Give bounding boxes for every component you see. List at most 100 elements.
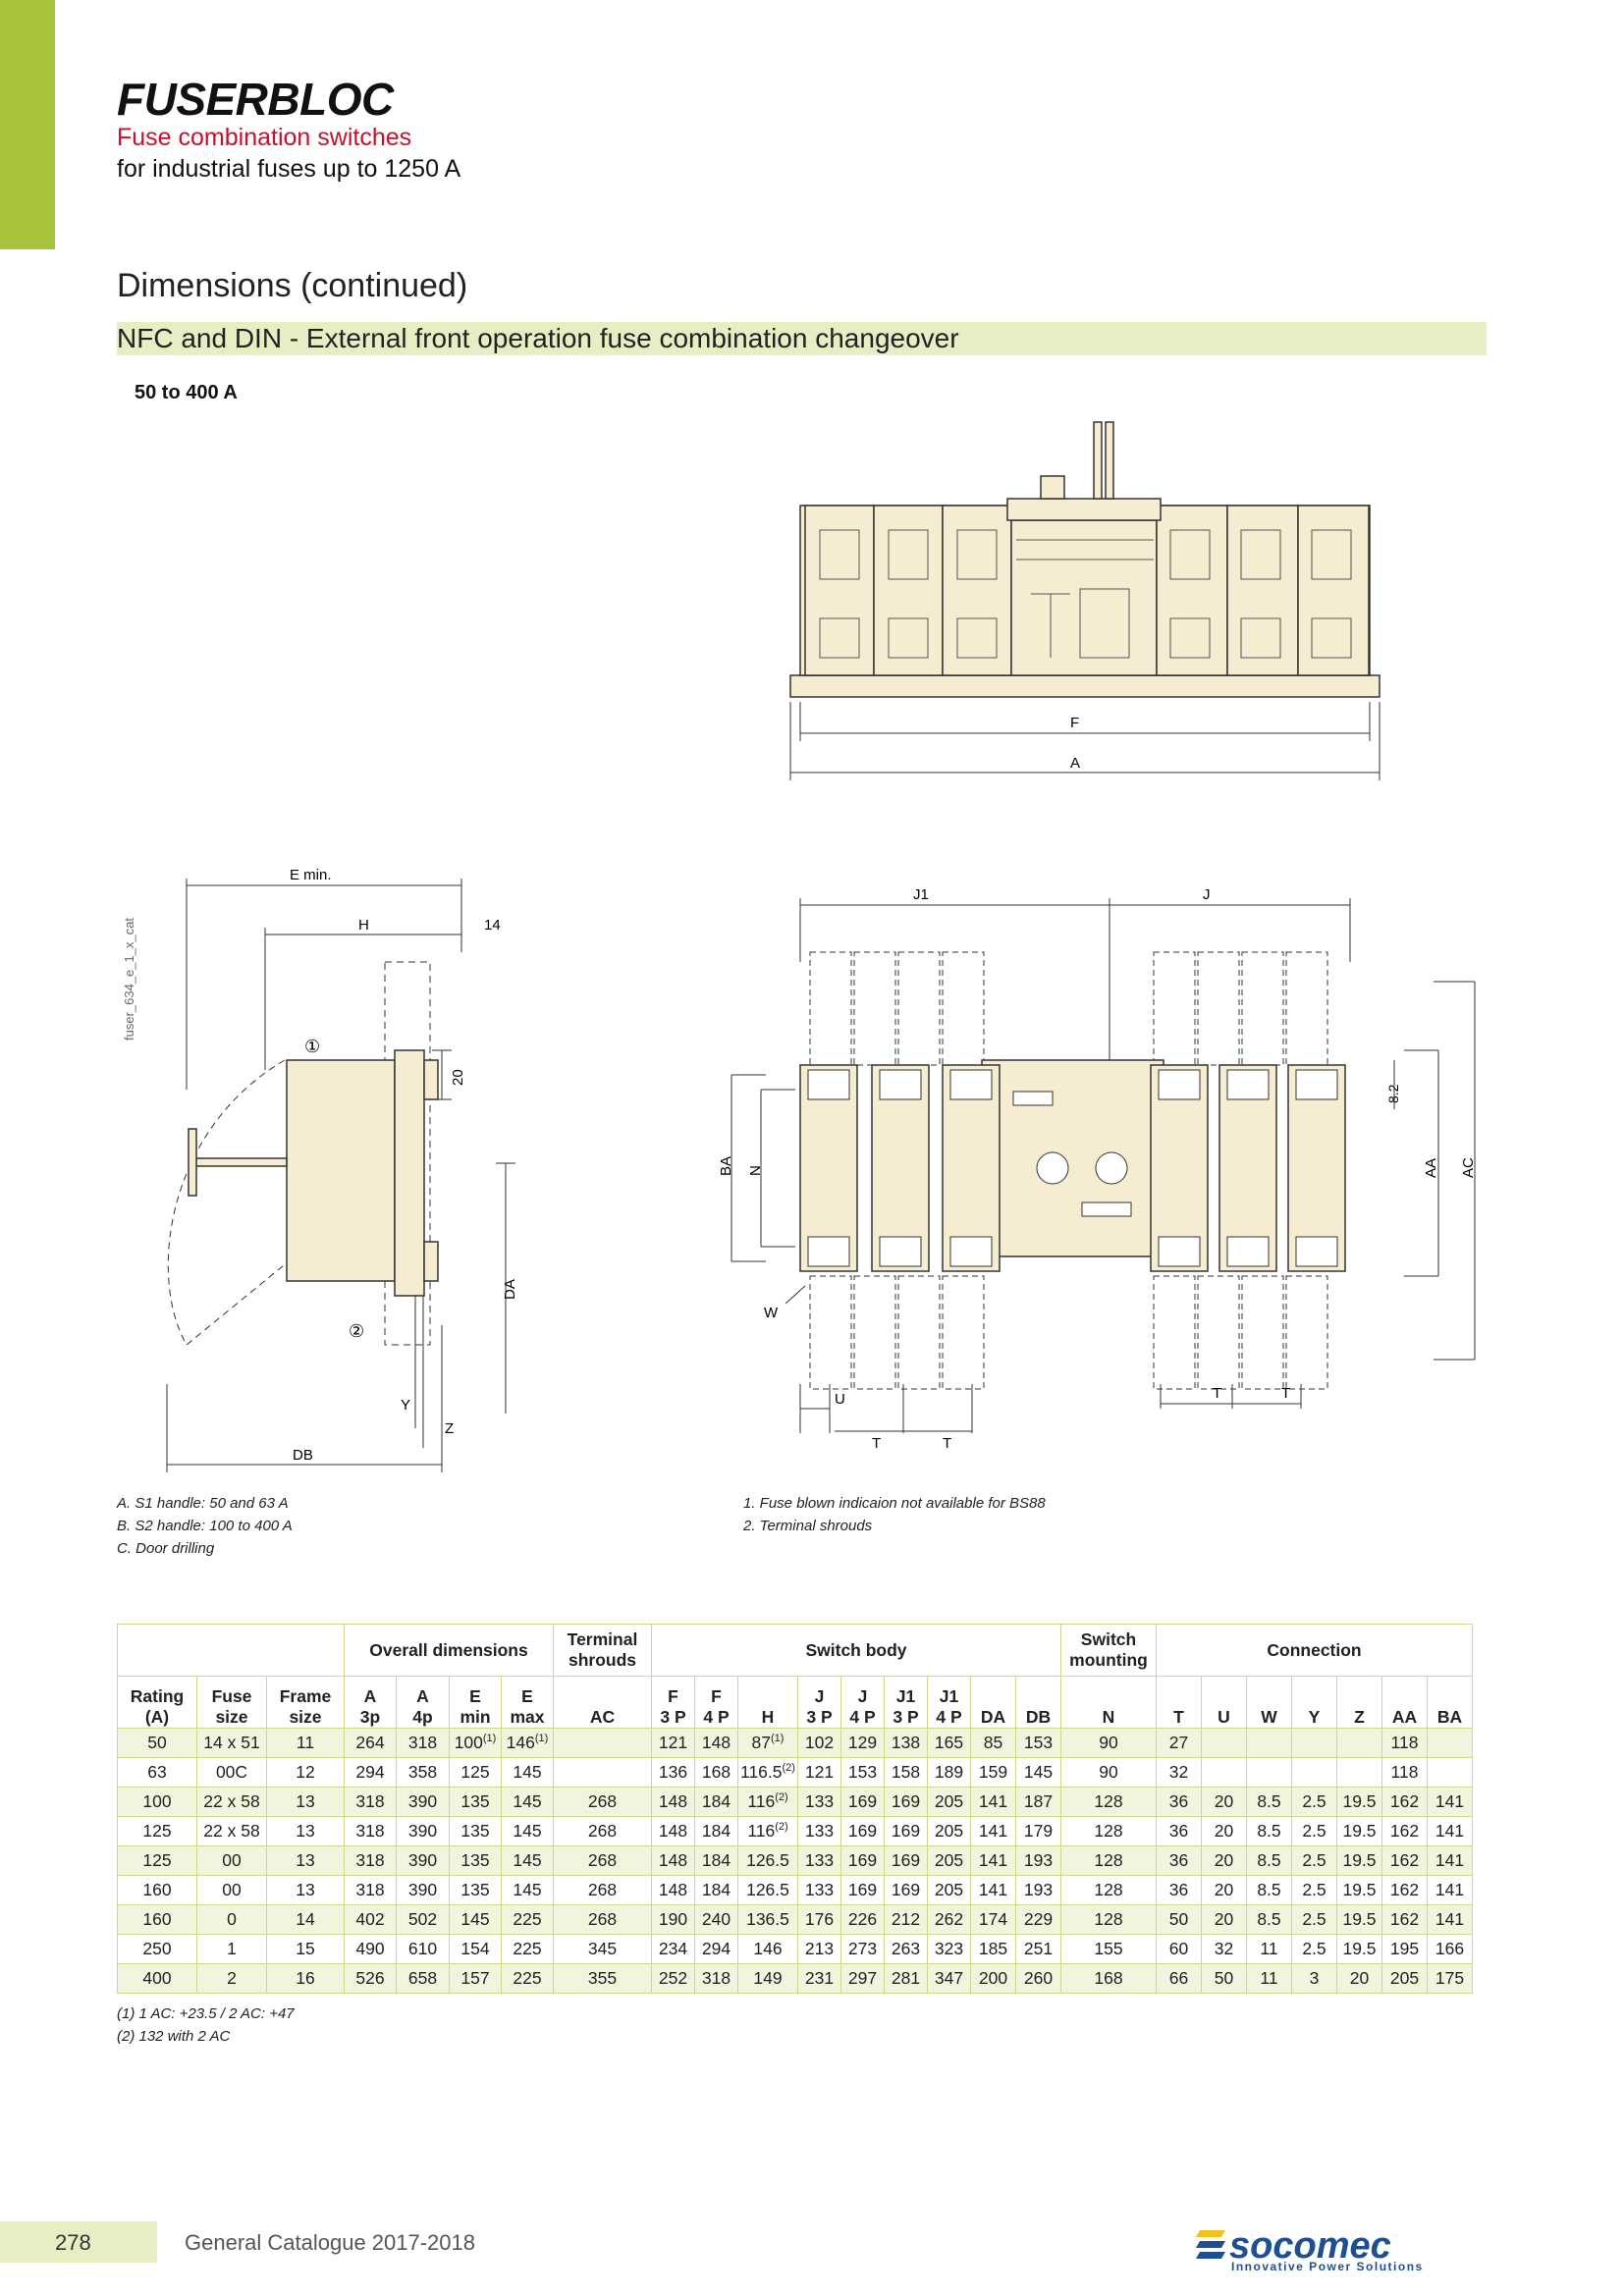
table-cell: 8.5 (1246, 1787, 1292, 1817)
table-cell: 225 (501, 1904, 554, 1935)
footnote-marker: (2) (782, 1762, 795, 1775)
table-cell: 400 (117, 1963, 197, 1994)
dim-f: F (1070, 715, 1079, 731)
table-cell: 145 (1015, 1757, 1061, 1788)
table-cell: 168 (694, 1757, 738, 1788)
table-cell: 13 (266, 1845, 345, 1876)
table-cell: 205 (927, 1845, 971, 1876)
table-cell: 318 (344, 1816, 397, 1846)
note-b: B. S2 handle: 100 to 400 A (117, 1518, 293, 1534)
table-cell: 118 (1381, 1728, 1428, 1758)
table-cell: 125 (117, 1845, 197, 1876)
table-cell: 125 (449, 1757, 502, 1788)
table-cell: 610 (396, 1934, 450, 1964)
table-cell: 148 (651, 1875, 695, 1905)
column-header: T (1156, 1676, 1202, 1729)
table-cell: 318 (344, 1875, 397, 1905)
catalogue-title: General Catalogue 2017-2018 (185, 2230, 476, 2255)
table-cell: 141 (970, 1875, 1016, 1905)
dim-h: H (358, 917, 369, 934)
table-cell: 145 (501, 1875, 554, 1905)
table-cell: 155 (1060, 1934, 1157, 1964)
table-cell: 169 (840, 1845, 885, 1876)
table-cell: 166 (1427, 1934, 1473, 1964)
section-title: Dimensions (continued) (117, 267, 468, 304)
table-cell: 162 (1381, 1904, 1428, 1935)
table-cell: 184 (694, 1875, 738, 1905)
table-cell: 136.5 (737, 1904, 798, 1935)
table-cell: 162 (1381, 1787, 1428, 1817)
table-cell (1427, 1728, 1473, 1758)
brand-title: FUSERBLOC (117, 74, 394, 125)
drawing-notes-right: 1. Fuse blown indicaion not available fo… (743, 1492, 1046, 1537)
table-cell: 50 (1156, 1904, 1202, 1935)
table-cell: 169 (884, 1845, 928, 1876)
table-cell: 36 (1156, 1845, 1202, 1876)
table-cell: 141 (1427, 1904, 1473, 1935)
table-cell: 146(1) (501, 1728, 554, 1758)
note-c: C. Door drilling (117, 1540, 215, 1557)
table-cell: 160 (117, 1875, 197, 1905)
dim-emin: E min. (290, 867, 332, 883)
product-subtitle: Fuse combination switches (117, 124, 412, 151)
table-cell: 262 (927, 1904, 971, 1935)
drawing-notes-left: A. S1 handle: 50 and 63 A B. S2 handle: … (117, 1492, 293, 1560)
dim-ac: AC (1460, 1157, 1477, 1178)
table-cell: 294 (694, 1934, 738, 1964)
table-cell: 118 (1381, 1757, 1428, 1788)
table-cell: 90 (1060, 1728, 1157, 1758)
logo-wordmark: socomec (1229, 2225, 1391, 2267)
table-cell: 268 (553, 1816, 652, 1846)
table-cell: 168 (1060, 1963, 1157, 1994)
table-cell: 8.5 (1246, 1845, 1292, 1876)
socomec-logo: socomec Innovative Power Solutions (1196, 2225, 1424, 2271)
table-cell: 234 (651, 1934, 695, 1964)
table-cell: 12 (266, 1757, 345, 1788)
note-a: A. S1 handle: 50 and 63 A (117, 1495, 289, 1512)
table-cell: 19.5 (1336, 1787, 1382, 1817)
table-cell: 135 (449, 1875, 502, 1905)
table-note-1: (1) 1 AC: +23.5 / 2 AC: +47 (117, 2005, 295, 2022)
logo-tagline: Innovative Power Solutions (1231, 2260, 1424, 2271)
table-cell: 323 (927, 1934, 971, 1964)
table-cell: 149 (737, 1963, 798, 1994)
dim-t-right-1: T (1213, 1385, 1221, 1402)
table-cell: 294 (344, 1757, 397, 1788)
table-cell: 225 (501, 1934, 554, 1964)
table-cell: 148 (651, 1845, 695, 1876)
table-cell: 141 (970, 1816, 1016, 1846)
table-cell: 169 (884, 1787, 928, 1817)
column-header: H (737, 1676, 798, 1729)
table-cell: 184 (694, 1816, 738, 1846)
table-cell: 19.5 (1336, 1875, 1382, 1905)
table-cell: 226 (840, 1904, 885, 1935)
table-cell: 154 (449, 1934, 502, 1964)
table-cell: 176 (797, 1904, 841, 1935)
table-cell: 187 (1015, 1787, 1061, 1817)
side-view-drawing: E min. H 14 20 DA Y Z DB ① ② (166, 867, 518, 1472)
table-cell: 135 (449, 1816, 502, 1846)
dim-t-right-2: T (1281, 1385, 1290, 1402)
table-cell: 658 (396, 1963, 450, 1994)
table-cell: 169 (840, 1875, 885, 1905)
table-cell: 263 (884, 1934, 928, 1964)
table-cell: 141 (970, 1845, 1016, 1876)
table-cell: 2 (196, 1963, 267, 1994)
product-scope: for industrial fuses up to 1250 A (117, 155, 461, 183)
table-note-2: (2) 132 with 2 AC (117, 2028, 231, 2045)
dim-20: 20 (450, 1069, 466, 1086)
note-2: 2. Terminal shrouds (743, 1518, 873, 1534)
table-cell: 358 (396, 1757, 450, 1788)
table-cell: 20 (1201, 1787, 1247, 1817)
table-cell: 19.5 (1336, 1845, 1382, 1876)
table-cell: 162 (1381, 1845, 1428, 1876)
table-cell: 390 (396, 1816, 450, 1846)
table-cell: 100 (117, 1787, 197, 1817)
